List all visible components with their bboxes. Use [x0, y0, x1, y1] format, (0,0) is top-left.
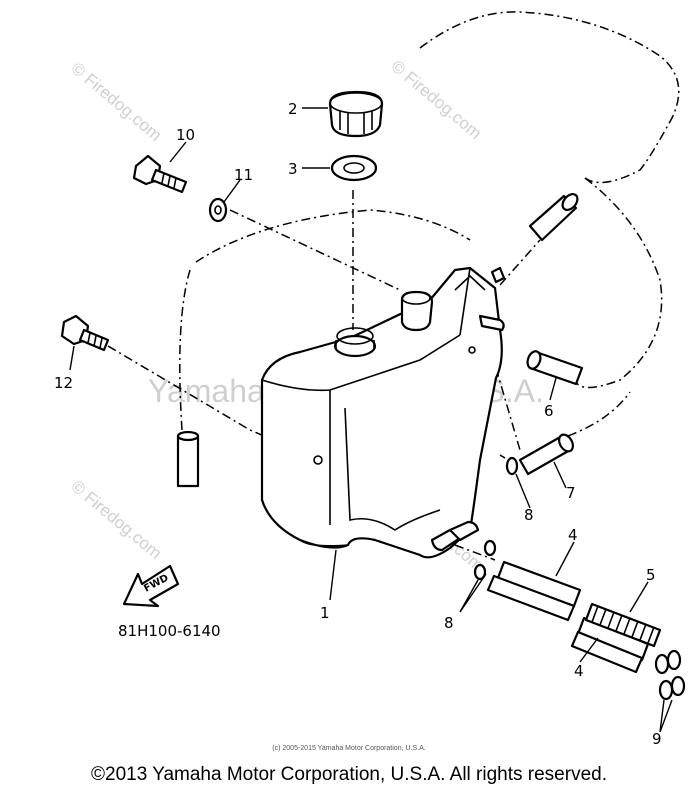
- leader-lines: [69, 107, 673, 733]
- callout-9: 9: [652, 730, 662, 748]
- clip-8-lower-a: [483, 539, 497, 557]
- callouts: 1 2 3 4 4 5 6 7 8 8 9 10 11 12: [54, 100, 662, 748]
- callout-2: 2: [288, 100, 298, 118]
- callout-5: 5: [646, 566, 656, 584]
- tank-cap: [328, 90, 384, 138]
- part-code: 81H100-6140: [118, 622, 221, 640]
- outline-line-11: [229, 209, 401, 291]
- outline-line-7: [495, 367, 521, 451]
- clamp-9-a: [654, 649, 682, 675]
- hose-top-right: [528, 193, 579, 242]
- callout-4-lower: 4: [574, 662, 584, 680]
- clip-8-upper: [499, 454, 519, 476]
- watermark-firedog-1: © Firedog.com: [67, 59, 165, 145]
- watermark-firedog-3: © Firedog.com: [67, 477, 165, 563]
- hull-outline-left: [179, 269, 191, 431]
- side-nipple: [478, 266, 506, 332]
- hose-4-lower: [570, 616, 650, 674]
- hose-4-upper: [486, 560, 582, 622]
- washer-11: [208, 197, 228, 223]
- callout-8-lower: 8: [444, 614, 454, 632]
- outline-line-6: [499, 239, 541, 286]
- hose-left: [176, 430, 200, 488]
- hose-7: [518, 433, 574, 476]
- bolt-12: [60, 314, 110, 352]
- small-copyright: (c) 2005-2015 Yamaha Motor Corporation, …: [272, 745, 426, 752]
- spring-5: [584, 602, 662, 648]
- hull-outline-top-left: [195, 209, 471, 263]
- callout-6: 6: [544, 402, 554, 420]
- callout-1: 1: [320, 604, 330, 622]
- filler-neck: [333, 327, 377, 358]
- callout-8-upper: 8: [524, 506, 534, 524]
- outline-line-8: [454, 544, 496, 561]
- watermark-firedog-2: © Firedog.com: [387, 57, 485, 143]
- bolt-10: [132, 154, 188, 194]
- hull-outline-lower-right: [567, 391, 631, 437]
- copyright: ©2013 Yamaha Motor Corporation, U.S.A. A…: [91, 764, 607, 785]
- callout-10: 10: [176, 126, 195, 144]
- fwd-arrow-icon: FWD: [122, 564, 180, 608]
- callout-12: 12: [54, 374, 73, 392]
- fuel-tank: [260, 266, 503, 559]
- hull-outline-right: [574, 177, 663, 389]
- callout-3: 3: [288, 160, 298, 178]
- clamp-9-b: [658, 675, 686, 701]
- vent-fitting: [400, 290, 434, 332]
- clip-8-lower-b: [473, 563, 487, 581]
- outlet-nipples: [430, 520, 480, 552]
- callout-11: 11: [234, 166, 253, 184]
- hose-6: [526, 350, 584, 386]
- gasket: [330, 154, 378, 182]
- callout-4-upper: 4: [568, 526, 578, 544]
- hull-outline-top: [419, 11, 680, 184]
- callout-7: 7: [566, 484, 576, 502]
